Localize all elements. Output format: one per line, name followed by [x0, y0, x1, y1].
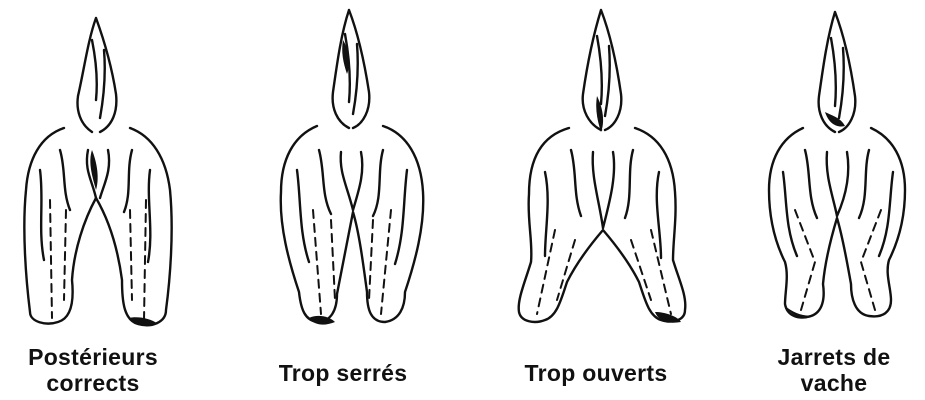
figure-wide-rear-legs: Trop ouverts: [505, 0, 705, 400]
right-leg-line: [144, 200, 146, 320]
caption-correct: Postérieurs corrects: [8, 344, 178, 396]
wide-legs-drawing: [505, 0, 705, 340]
caption-wide: Trop ouverts: [501, 360, 691, 386]
caption-cowhock-line-1: Jarrets de: [749, 344, 919, 370]
cowhock-legs-drawing: [745, 0, 925, 340]
tail: [819, 12, 856, 132]
correct-legs-drawing: [0, 0, 200, 340]
caption-correct-line-2: corrects: [8, 370, 178, 396]
caption-correct-line-1: Postérieurs: [8, 344, 178, 370]
tail: [333, 10, 370, 128]
caption-narrow-line-1: Trop serrés: [253, 360, 433, 386]
caption-wide-line-1: Trop ouverts: [501, 360, 691, 386]
figure-cowhock-rear-legs: Jarrets de vache: [745, 0, 925, 400]
figure-correct-rear-legs: Postérieurs corrects: [0, 0, 200, 400]
caption-cowhock-line-2: vache: [749, 370, 919, 396]
body-outline: [769, 128, 905, 318]
narrow-legs-drawing: [255, 0, 455, 340]
tail: [78, 18, 117, 132]
caption-cowhock: Jarrets de vache: [749, 344, 919, 396]
figure-narrow-rear-legs: Trop serrés: [255, 0, 455, 400]
left-leg-line: [50, 200, 52, 318]
caption-narrow: Trop serrés: [253, 360, 433, 386]
